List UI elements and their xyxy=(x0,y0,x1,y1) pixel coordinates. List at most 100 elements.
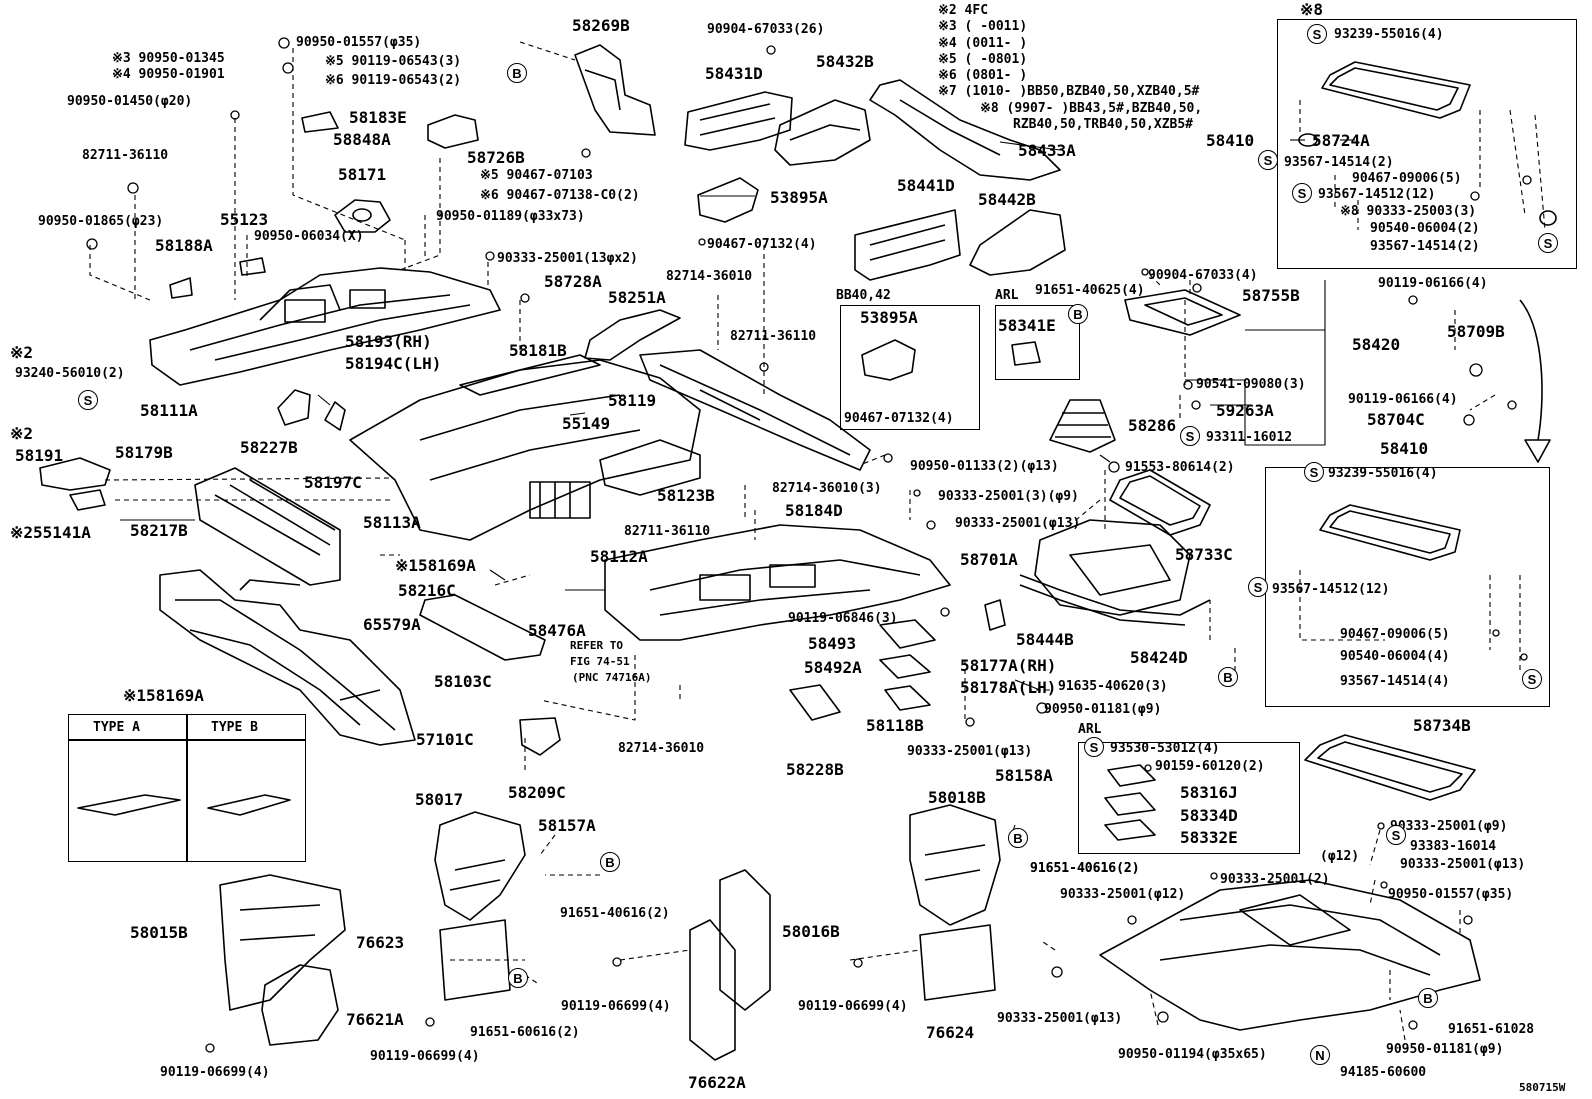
part-label: 90333-25001(13φx2) xyxy=(497,251,638,266)
part-label: ※2 xyxy=(10,343,34,362)
part-label: 58194C(LH) xyxy=(345,354,442,373)
part-label: 90904-67033(4) xyxy=(1148,268,1258,283)
part-label: 90333-25001(φ13) xyxy=(955,516,1081,531)
part-label: 90950-01189(φ33x73) xyxy=(436,209,585,224)
part-label: 58269B xyxy=(572,16,630,35)
part-label: 93240-56010(2) xyxy=(15,366,125,381)
part-label: 91651-40616(2) xyxy=(1030,861,1140,876)
part-label: 90119-06699(4) xyxy=(370,1049,480,1064)
part-label: REFER TO xyxy=(570,639,623,652)
part-label: 58733C xyxy=(1175,545,1233,564)
part-label: ※6 (0801- ) xyxy=(938,68,1028,83)
part-label: FIG 74-51 xyxy=(570,655,630,668)
part-label: 58017 xyxy=(415,790,464,809)
part-label: 90950-01557(φ35) xyxy=(1388,887,1514,902)
part-label: 58341E xyxy=(998,316,1056,335)
s-symbol: S xyxy=(1307,24,1327,44)
part-label: 58123B xyxy=(657,486,715,505)
part-label: 90950-06034(X) xyxy=(254,229,364,244)
part-label: 90333-25001(φ13) xyxy=(997,1011,1123,1026)
part-label: ※5 90119-06543(3) xyxy=(325,54,462,69)
s-symbol: S xyxy=(1292,183,1312,203)
part-label: 58332E xyxy=(1180,828,1238,847)
part-label: 90119-06166(4) xyxy=(1378,276,1488,291)
arl-box-upper xyxy=(995,305,1080,380)
part-label: 90467-09006(5) xyxy=(1340,627,1450,642)
part-label: 90333-25001(3)(φ9) xyxy=(938,489,1079,504)
part-label: RZB40,50,TRB40,50,XZB5# xyxy=(1013,117,1194,132)
part-label: 58191 xyxy=(15,446,64,465)
part-label: ※5 90467-07103 xyxy=(480,168,593,183)
s-symbol: S xyxy=(1084,737,1104,757)
part-label: ※5 ( -0801) xyxy=(938,52,1028,67)
part-label: 90119-06699(4) xyxy=(798,999,908,1014)
part-label: 58726B xyxy=(467,148,525,167)
part-label: 58178A(LH) xyxy=(960,678,1057,697)
part-label: 90119-06166(4) xyxy=(1348,392,1458,407)
s-symbol: S xyxy=(1258,150,1278,170)
part-label: 58018B xyxy=(928,788,986,807)
part-label: 91553-80614(2) xyxy=(1125,460,1235,475)
part-label: 90540-06004(2) xyxy=(1370,221,1480,236)
part-label: ※6 90467-07138-C0(2) xyxy=(480,188,640,203)
part-label: 93567-14514(2) xyxy=(1284,155,1394,170)
bb40-box xyxy=(840,305,980,430)
part-label: 58709B xyxy=(1447,322,1505,341)
part-label: 90333-25001(φ12) xyxy=(1060,887,1186,902)
x8-box xyxy=(1277,19,1577,269)
part-label: 90950-01133(2)(φ13) xyxy=(910,459,1059,474)
type-b-label: TYPE B xyxy=(211,720,258,735)
part-label: 58728A xyxy=(544,272,602,291)
s-symbol: S xyxy=(1538,233,1558,253)
part-label: 58431D xyxy=(705,64,763,83)
n-symbol: N xyxy=(1310,1045,1330,1065)
part-label: 93567-14512(12) xyxy=(1318,187,1436,202)
type-box: TYPE A TYPE B xyxy=(68,714,306,862)
part-label: ※4 90950-01901 xyxy=(112,67,225,82)
part-label: ※8 (9907- )BB43,5#,BZB40,50, xyxy=(980,101,1203,116)
part-label: 93567-14514(2) xyxy=(1370,239,1480,254)
part-label: 90333-25001(φ13) xyxy=(1400,857,1526,872)
part-label: 58184D xyxy=(785,501,843,520)
b-symbol: B xyxy=(600,852,620,872)
part-label: 58193(RH) xyxy=(345,332,432,351)
part-label: 93567-14512(12) xyxy=(1272,582,1390,597)
part-label: 58441D xyxy=(897,176,955,195)
part-label: 76621A xyxy=(346,1010,404,1029)
part-label: 58209C xyxy=(508,783,566,802)
part-label: 58755B xyxy=(1242,286,1300,305)
part-label: 58158A xyxy=(995,766,1053,785)
s-symbol: S xyxy=(1386,825,1406,845)
part-label: 90540-06004(4) xyxy=(1340,649,1450,664)
part-label: 53895A xyxy=(860,308,918,327)
part-label: 58181B xyxy=(509,341,567,360)
part-label: 93239-55016(4) xyxy=(1328,466,1438,481)
part-label: 90333-25001(φ9) xyxy=(1390,819,1508,834)
part-label: 90333-25001(2) xyxy=(1220,872,1330,887)
part-label: ※2 xyxy=(10,424,34,443)
part-label: 65579A xyxy=(363,615,421,634)
part-label: 58493 xyxy=(808,634,857,653)
part-label: 93383-16014 xyxy=(1410,839,1497,854)
part-label: ※158169A xyxy=(123,686,204,705)
part-label: 91651-40625(4) xyxy=(1035,283,1145,298)
part-label: 90950-01450(φ20) xyxy=(67,94,193,109)
part-label: 94185-60600 xyxy=(1340,1065,1427,1080)
part-label: 58216C xyxy=(398,581,456,600)
part-label: ※8 90333-25003(3) xyxy=(1340,204,1477,219)
s-symbol: S xyxy=(1304,462,1324,482)
part-label: 91635-40620(3) xyxy=(1058,679,1168,694)
part-label: 90119-06699(4) xyxy=(160,1065,270,1080)
part-label: 82711-36110 xyxy=(730,329,817,344)
part-label: 76623 xyxy=(356,933,405,952)
part-label: (φ12) xyxy=(1320,849,1360,864)
part-label: 93239-55016(4) xyxy=(1334,27,1444,42)
part-label: 58118B xyxy=(866,716,924,735)
part-label: 58188A xyxy=(155,236,213,255)
part-label: 90467-07132(4) xyxy=(844,411,954,426)
part-label: 90950-01181(φ9) xyxy=(1386,1042,1504,1057)
part-label: 58701A xyxy=(960,550,1018,569)
part-label: ※4 (0011- ) xyxy=(938,36,1028,51)
part-label: 58410 xyxy=(1380,439,1429,458)
